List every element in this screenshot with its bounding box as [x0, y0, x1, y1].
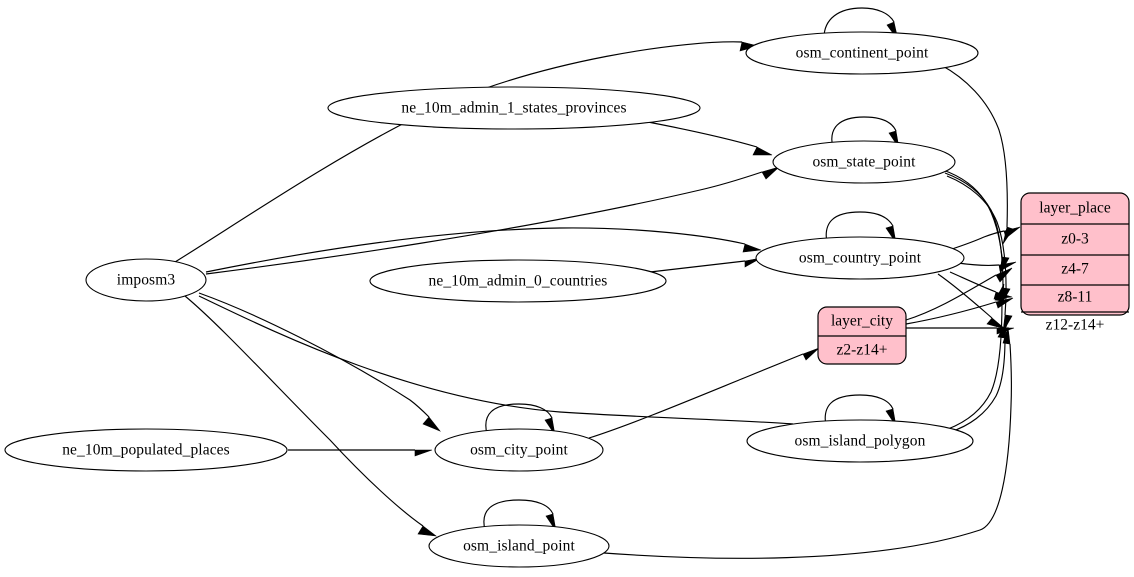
node-label-ne-10m-admin-0-countries: ne_10m_admin_0_countries — [429, 273, 608, 290]
edge-osm-country-point-to-layer-place-z12-z14 — [937, 273, 1006, 330]
edge-ne-populated-places-to-osm-city-point — [288, 449, 433, 457]
node-ne-10m-populated-places[interactable]: ne_10m_populated_places — [4, 428, 288, 472]
edge-layer-city-to-layer-place-z12-z14 — [906, 327, 1015, 335]
node-layer: imposm3 ne_10m_admin_1_states_provinces … — [4, 31, 1130, 568]
node-label-osm-city-point: osm_city_point — [470, 442, 568, 459]
node-label-osm-country-point: osm_country_point — [799, 250, 922, 267]
record-label-layer-place-z4-7: z4-7 — [1061, 261, 1089, 278]
edge-imposm3-to-osm-country-point — [205, 227, 762, 273]
edge-ne-admin-1-to-osm-state-point — [647, 121, 773, 156]
node-osm-island-polygon[interactable]: osm_island_polygon — [746, 419, 974, 463]
node-imposm3[interactable]: imposm3 — [85, 258, 207, 302]
edge-osm-island-polygon-to-layer-place-z8-11 — [947, 283, 1005, 430]
node-osm-city-point[interactable]: osm_city_point — [434, 428, 604, 472]
edge-imposm3-to-osm-continent-point — [174, 41, 760, 263]
edge-osm-country-point-to-layer-place-z0-3 — [951, 226, 1021, 250]
node-label-osm-island-polygon: osm_island_polygon — [795, 433, 926, 450]
record-node-layer-place[interactable]: layer_place z0-3 z4-7 z8-11 z12-z14+ — [1020, 192, 1130, 334]
node-osm-continent-point[interactable]: osm_continent_point — [745, 31, 979, 75]
record-label-layer-city-title: layer_city — [831, 313, 893, 330]
edge-ne-admin-0-to-osm-country-point — [649, 257, 762, 273]
node-osm-island-point[interactable]: osm_island_point — [428, 524, 610, 568]
record-node-layer-city[interactable]: layer_city z2-z14+ — [817, 306, 907, 365]
node-ne-10m-admin-0-countries[interactable]: ne_10m_admin_0_countries — [369, 259, 667, 303]
node-label-ne-10m-populated-places: ne_10m_populated_places — [62, 442, 230, 459]
record-label-layer-place-z8-11: z8-11 — [1058, 289, 1093, 306]
edge-imposm3-to-osm-city-point — [198, 292, 441, 432]
node-osm-country-point[interactable]: osm_country_point — [755, 236, 965, 280]
node-label-imposm3: imposm3 — [117, 272, 176, 289]
record-label-layer-place-z12-z14: z12-z14+ — [1046, 317, 1105, 334]
edge-osm-island-polygon-to-layer-place-z12-z14 — [949, 320, 1008, 433]
edge-imposm3-to-osm-island-point — [184, 295, 438, 537]
edge-imposm3-to-osm-state-point — [205, 166, 780, 275]
edge-osm-country-point-to-layer-place-z4-7 — [957, 261, 1017, 272]
edge-layer-city-to-layer-place-z4-7 — [905, 267, 1013, 321]
edge-osm-city-point-to-layer-city — [588, 347, 820, 439]
record-label-layer-place-title: layer_place — [1039, 200, 1111, 217]
record-label-layer-city-z2-z14: z2-z14+ — [837, 342, 888, 359]
record-label-layer-place-z0-3: z0-3 — [1061, 231, 1089, 248]
node-osm-state-point[interactable]: osm_state_point — [772, 140, 956, 184]
edge-osm-island-point-to-layer-place-z12-z14 — [603, 326, 1012, 559]
node-label-osm-island-point: osm_island_point — [463, 538, 575, 555]
edge-imposm3-to-osm-island-polygon — [198, 295, 811, 434]
node-label-osm-state-point: osm_state_point — [812, 154, 916, 171]
edge-layer — [174, 7, 1021, 559]
edge-layer-city-to-layer-place-z8-11 — [905, 297, 1014, 325]
edge-osm-continent-point-to-layer-place-z0-3 — [940, 64, 1014, 245]
node-ne-10m-admin-1-states-provinces[interactable]: ne_10m_admin_1_states_provinces — [327, 86, 701, 130]
node-label-ne-10m-admin-1-states-provinces: ne_10m_admin_1_states_provinces — [401, 100, 626, 117]
node-label-osm-continent-point: osm_continent_point — [796, 45, 929, 62]
